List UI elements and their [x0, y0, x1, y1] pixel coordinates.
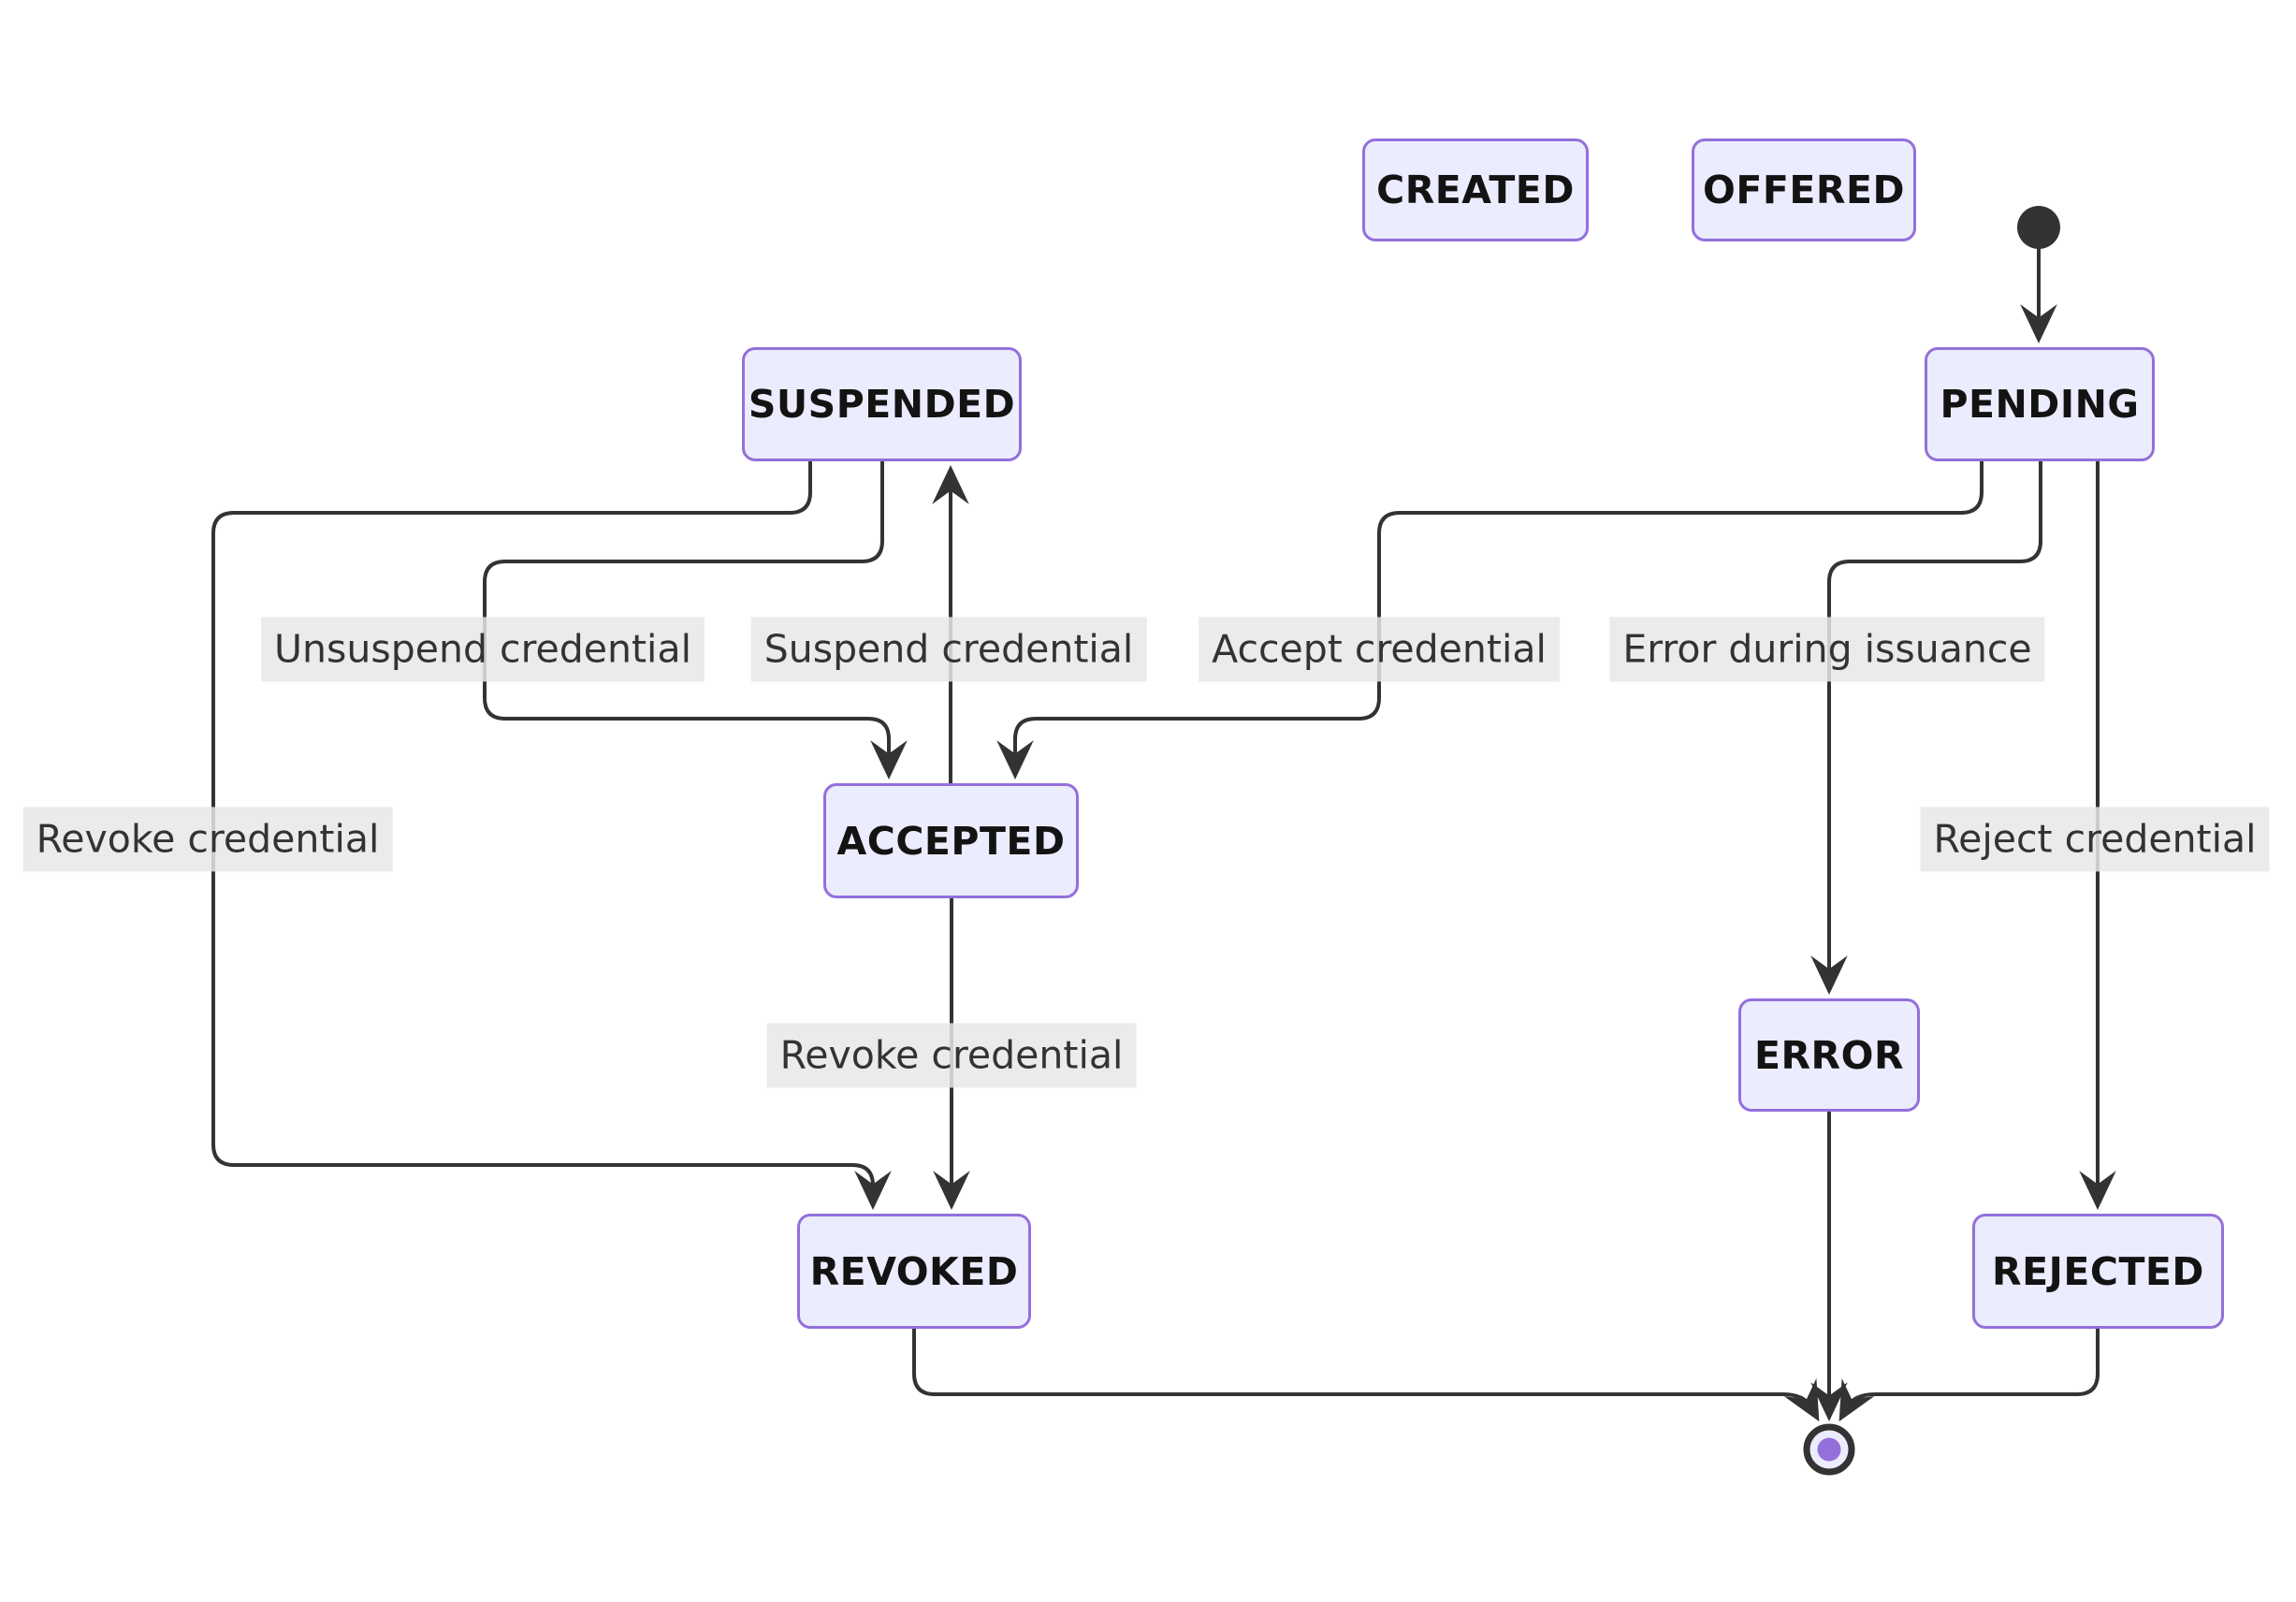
edge-label-accept-credential: Accept credential — [1199, 617, 1560, 682]
state-node-accepted: ACCEPTED — [823, 783, 1079, 898]
edge-rejected-end — [1838, 1327, 2100, 1422]
edge-label-reject-credential: Reject credential — [1920, 807, 2270, 872]
edge-label-revoke-credential-center: Revoke credential — [766, 1023, 1137, 1088]
edge-label-error-during-issuance: Error during issuance — [1609, 617, 2045, 682]
state-node-rejected: REJECTED — [1972, 1214, 2224, 1329]
edge-revoked-end — [912, 1327, 1820, 1422]
state-node-offered: OFFERED — [1692, 138, 1916, 241]
edge-label-suspend-credential: Suspend credential — [750, 617, 1147, 682]
state-node-created: CREATED — [1362, 138, 1589, 241]
start-state-icon — [2017, 206, 2060, 249]
edge-pending-accepted — [996, 460, 1984, 779]
edge-pending-error — [1810, 460, 2042, 995]
edge-label-revoke-credential-left: Revoke credential — [22, 807, 393, 872]
edge-label-unsuspend-credential: Unsuspend credential — [261, 617, 705, 682]
state-node-error: ERROR — [1738, 998, 1920, 1112]
state-node-pending: PENDING — [1925, 347, 2155, 461]
state-node-revoked: REVOKED — [797, 1214, 1031, 1329]
final-state-icon — [1803, 1423, 1855, 1476]
state-node-suspended: SUSPENDED — [742, 347, 1022, 461]
